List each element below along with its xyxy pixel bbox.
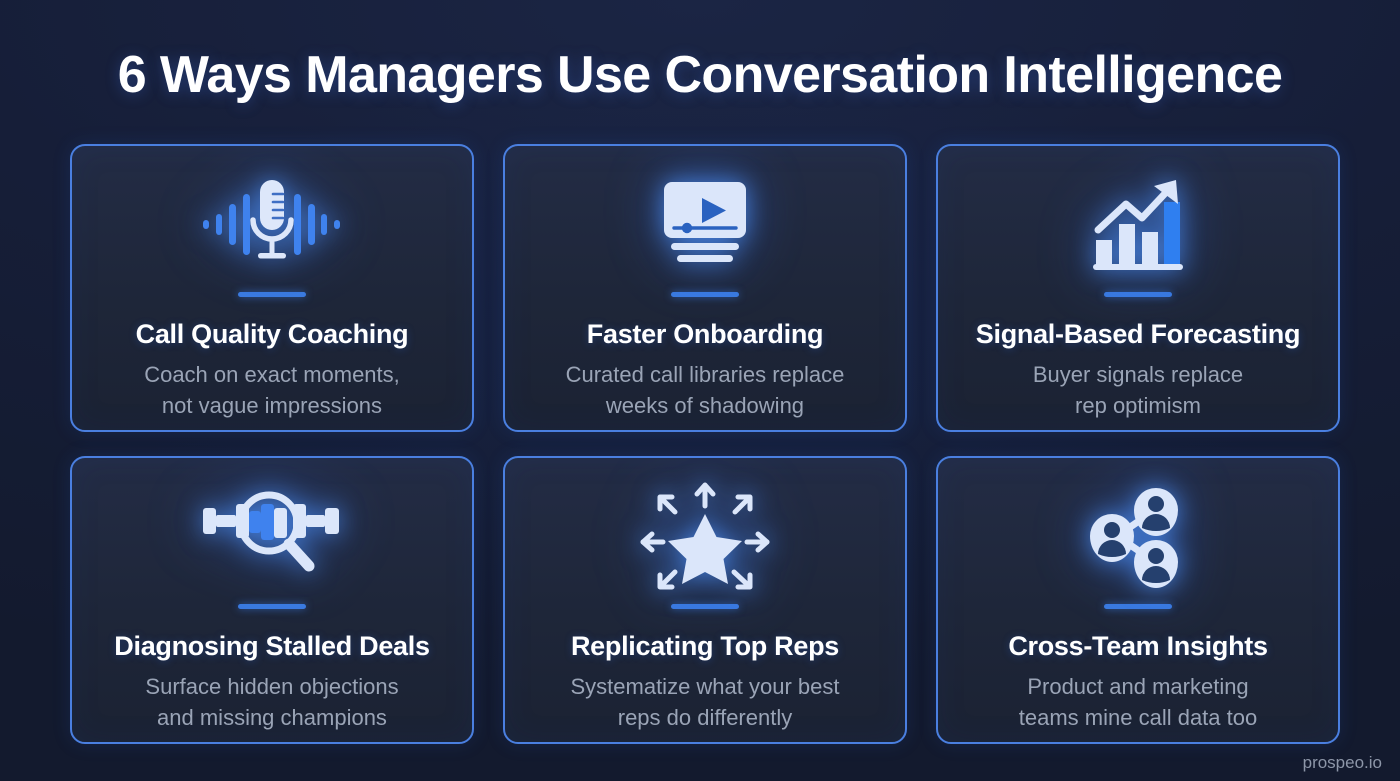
card-subtitle: Buyer signals replace rep optimism (1015, 359, 1261, 421)
card-divider (1104, 292, 1172, 297)
magnifier-waveform-icon (197, 480, 347, 592)
card-subtitle: Systematize what your best reps do diffe… (552, 671, 857, 733)
card-subtitle-line2: and missing champions (157, 705, 387, 730)
microphone-waveform-icon (197, 168, 347, 280)
card-subtitle-line2: reps do differently (617, 705, 793, 730)
card-subtitle-line2: not vague impressions (161, 393, 383, 418)
card-divider (238, 604, 306, 609)
card-subtitle-line1: Curated call libraries replace (565, 362, 845, 387)
card-divider (671, 604, 739, 609)
card-title: Replicating Top Reps (570, 631, 840, 661)
card-replicating-top-reps[interactable]: Replicating Top Reps Systematize what yo… (503, 456, 907, 744)
card-subtitle-line2: weeks of shadowing (605, 393, 805, 418)
card-subtitle-line2: rep optimism (1075, 393, 1201, 418)
card-subtitle: Surface hidden objections and missing ch… (127, 671, 416, 733)
card-subtitle: Product and marketing teams mine call da… (1001, 671, 1275, 733)
card-subtitle: Curated call libraries replace weeks of … (548, 359, 863, 421)
star-radiating-arrows-icon (637, 480, 773, 592)
cards-grid: Call Quality Coaching Coach on exact mom… (70, 144, 1340, 744)
growth-bar-chart-icon (1088, 168, 1188, 280)
card-subtitle-line1: Product and marketing (1027, 674, 1249, 699)
card-subtitle-line2: teams mine call data too (1018, 705, 1258, 730)
watermark: prospeo.io (1302, 753, 1382, 772)
card-subtitle-line1: Coach on exact moments, (144, 362, 400, 387)
card-subtitle-line1: Surface hidden objections (145, 674, 399, 699)
card-diagnosing-stalled-deals[interactable]: Diagnosing Stalled Deals Surface hidden … (70, 456, 474, 744)
card-title: Diagnosing Stalled Deals (114, 631, 430, 661)
card-divider (1104, 604, 1172, 609)
card-title: Call Quality Coaching (135, 319, 409, 349)
card-call-quality-coaching[interactable]: Call Quality Coaching Coach on exact mom… (70, 144, 474, 432)
card-subtitle-line1: Systematize what your best (570, 674, 840, 699)
card-faster-onboarding[interactable]: Faster Onboarding Curated call libraries… (503, 144, 907, 432)
video-library-icon (650, 168, 760, 280)
card-divider (671, 292, 739, 297)
card-divider (238, 292, 306, 297)
card-subtitle: Coach on exact moments, not vague impres… (126, 359, 418, 421)
people-network-share-icon (1086, 480, 1190, 592)
page-title: 6 Ways Managers Use Conversation Intelli… (117, 46, 1283, 104)
card-title: Faster Onboarding (586, 319, 824, 349)
card-cross-team-insights[interactable]: Cross-Team Insights Product and marketin… (936, 456, 1340, 744)
card-title: Signal-Based Forecasting (975, 319, 1301, 349)
card-signal-based-forecasting[interactable]: Signal-Based Forecasting Buyer signals r… (936, 144, 1340, 432)
card-title: Cross-Team Insights (1008, 631, 1268, 661)
card-subtitle-line1: Buyer signals replace (1032, 362, 1244, 387)
